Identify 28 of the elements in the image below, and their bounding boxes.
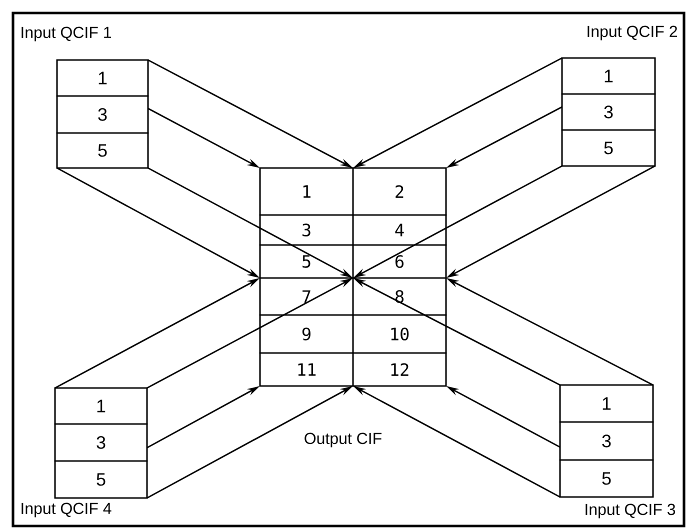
grid-cell: 5 [559, 459, 654, 498]
grid-cell: 12 [352, 352, 447, 387]
grid-cell: 9 [259, 314, 354, 354]
grid-cell: 2 [352, 167, 447, 216]
grid-cell: 1 [54, 387, 148, 425]
grid-cell: 5 [259, 244, 354, 279]
heading: Input QCIF 3 [586, 504, 676, 518]
grid-cell: 5 [56, 132, 149, 169]
heading: Input QCIF 2 [588, 26, 677, 40]
heading: Output CIF [304, 432, 382, 448]
grid-cell: 3 [561, 93, 656, 131]
grid-cell: 1 [561, 57, 656, 95]
grid-cell: 5 [54, 460, 148, 499]
grid-cell: 3 [54, 423, 148, 462]
grid-cell: 1 [559, 384, 654, 423]
grid-cell: 7 [259, 277, 354, 316]
grid-cell: 3 [56, 95, 149, 134]
grid-cell: 3 [559, 421, 654, 461]
heading: Input QCIF 4 [22, 502, 112, 518]
grid-cell: 3 [259, 214, 354, 246]
grid-cell: 5 [561, 129, 656, 167]
grid-cell: 1 [56, 59, 149, 97]
heading: Input QCIF 1 [22, 26, 111, 42]
grid-cell: 4 [352, 214, 447, 246]
grid-cell: 1 [259, 167, 354, 216]
grid-cell: 10 [352, 314, 447, 354]
grid-cell: 6 [352, 244, 447, 279]
grid-cell: 11 [259, 352, 354, 387]
